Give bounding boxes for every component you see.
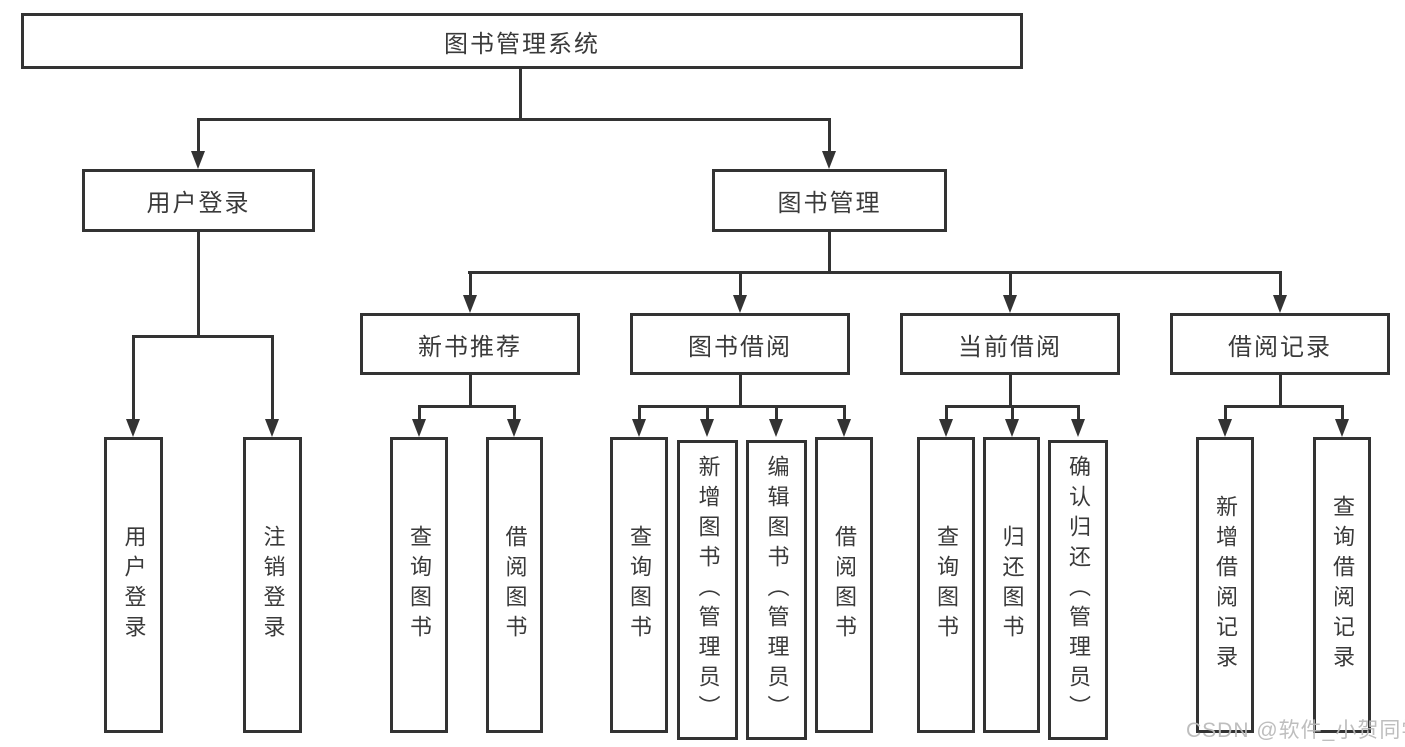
connector-line <box>739 375 742 405</box>
connector-line <box>828 232 831 271</box>
connector-line <box>469 375 472 405</box>
arrow-head-icon <box>507 419 521 437</box>
connector-line <box>1341 405 1344 421</box>
connector-line <box>1224 405 1227 421</box>
connector-line <box>197 232 200 335</box>
leaf-borrow-book: 借阅图书 <box>815 437 873 733</box>
arrow-head-icon <box>1005 419 1019 437</box>
arrow-head-icon <box>822 151 836 169</box>
connector-line <box>638 405 846 408</box>
connector-line <box>132 335 135 421</box>
arrow-head-icon <box>265 419 279 437</box>
connector-line <box>775 405 778 421</box>
node-library-management-system: 图书管理系统 <box>21 13 1023 69</box>
node-user-login: 用户登录 <box>82 169 315 232</box>
node-book-borrow: 图书借阅 <box>630 313 850 375</box>
connector-line <box>1279 271 1282 297</box>
arrow-head-icon <box>463 295 477 313</box>
arrow-head-icon <box>1071 419 1085 437</box>
connector-line <box>638 405 641 421</box>
connector-line <box>1224 405 1344 408</box>
connector-line <box>418 405 516 408</box>
arrow-head-icon <box>1273 295 1287 313</box>
arrow-head-icon <box>1335 419 1349 437</box>
leaf-query-books-borrow: 查询图书 <box>610 437 668 733</box>
connector-line <box>132 335 274 338</box>
connector-line <box>1279 375 1282 405</box>
arrow-head-icon <box>1218 419 1232 437</box>
leaf-query-borrow-record: 查询借阅记录 <box>1313 437 1371 733</box>
arrow-head-icon <box>700 419 714 437</box>
arrow-head-icon <box>1003 295 1017 313</box>
arrow-head-icon <box>769 419 783 437</box>
connector-line <box>1077 405 1080 421</box>
connector-line <box>739 271 742 297</box>
connector-line <box>271 335 274 421</box>
leaf-return-book: 归还图书 <box>983 437 1040 733</box>
connector-line <box>828 118 831 153</box>
connector-line <box>197 118 831 121</box>
connector-line <box>1009 375 1012 405</box>
leaf-logout: 注销登录 <box>243 437 302 733</box>
connector-line <box>197 118 200 153</box>
connector-line <box>945 405 948 421</box>
watermark: CSDN @软件_小贺同学 <box>1186 719 1405 742</box>
arrow-head-icon <box>939 419 953 437</box>
arrow-head-icon <box>126 419 140 437</box>
arrow-head-icon <box>191 151 205 169</box>
connector-line <box>843 405 846 421</box>
node-new-book-recommend: 新书推荐 <box>360 313 580 375</box>
node-book-management: 图书管理 <box>712 169 947 232</box>
arrow-head-icon <box>837 419 851 437</box>
leaf-query-books-recommend: 查询图书 <box>390 437 448 733</box>
connector-line <box>519 69 522 118</box>
leaf-user-login: 用户登录 <box>104 437 163 733</box>
node-borrow-records: 借阅记录 <box>1170 313 1390 375</box>
connector-line <box>1011 405 1014 421</box>
connector-line <box>468 271 1282 274</box>
connector-line <box>706 405 709 421</box>
arrow-head-icon <box>733 295 747 313</box>
leaf-query-books-current: 查询图书 <box>917 437 975 733</box>
node-current-borrow: 当前借阅 <box>900 313 1120 375</box>
leaf-add-book-admin: 新增图书（管理员） <box>677 440 738 740</box>
leaf-borrow-books-recommend: 借阅图书 <box>486 437 543 733</box>
arrow-head-icon <box>412 419 426 437</box>
leaf-confirm-return-admin: 确认归还（管理员） <box>1048 440 1108 740</box>
connector-line <box>1009 271 1012 297</box>
leaf-edit-book-admin: 编辑图书（管理员） <box>746 440 807 740</box>
connector-line <box>418 405 421 421</box>
connector-line <box>469 271 472 297</box>
connector-line <box>513 405 516 421</box>
arrow-head-icon <box>632 419 646 437</box>
leaf-add-borrow-record: 新增借阅记录 <box>1196 437 1254 733</box>
